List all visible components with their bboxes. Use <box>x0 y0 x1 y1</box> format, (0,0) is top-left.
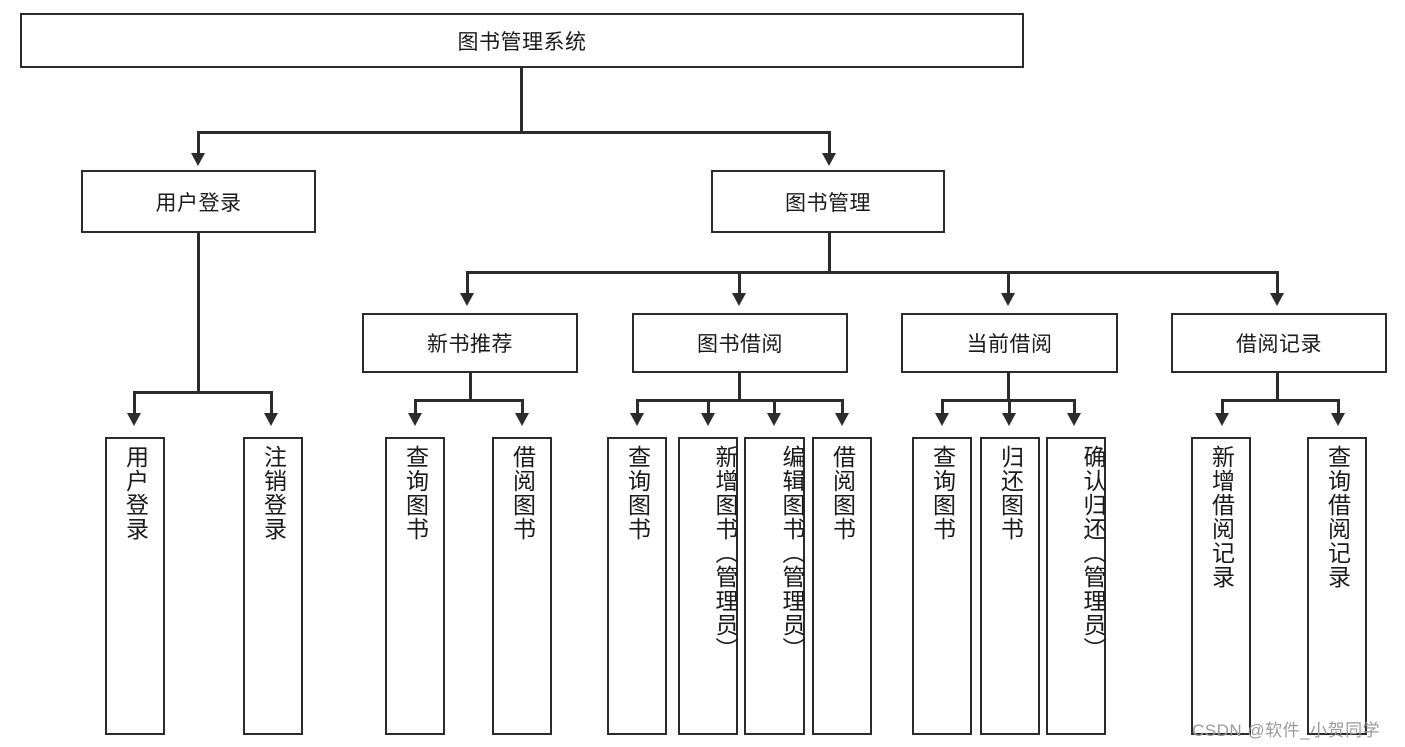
leaf-node-borrow-book-2[interactable]: 借阅图书 <box>812 437 872 735</box>
connector-cb-to-leaf-2 <box>1008 399 1011 415</box>
connector-root-stem <box>520 68 523 131</box>
connector-book-borrow-stem <box>738 373 741 401</box>
connector-bb-to-leaf-4 <box>841 399 844 415</box>
leaf-label: 确认归还（管理员） <box>1080 445 1106 661</box>
watermark-text: CSDN @软件_小贺同学 <box>1192 721 1381 740</box>
connector-borrow-record-stem <box>1276 373 1279 401</box>
leaf-label: 归还图书 <box>997 445 1024 541</box>
leaf-node-query-book-2[interactable]: 查询图书 <box>607 437 667 735</box>
leaf-label: 查询图书 <box>402 445 429 541</box>
connector-nbr-to-leaf-1 <box>414 399 417 415</box>
arrowhead-leaf-add-book <box>701 413 715 426</box>
node-new-book-recommend[interactable]: 新书推荐 <box>362 313 578 373</box>
connector-bb-to-leaf-2 <box>707 399 710 415</box>
leaf-node-edit-book[interactable]: 编辑图书（管理员） <box>744 437 805 735</box>
connector-root-to-book-management <box>828 131 831 156</box>
leaf-label: 新增图书（管理员） <box>712 445 738 661</box>
connector-user-login-to-leaf-2 <box>270 391 273 415</box>
connector-book-borrow-bus <box>636 399 843 402</box>
arrowhead-user-login <box>191 153 205 166</box>
leaf-label: 查询图书 <box>624 445 651 541</box>
arrowhead-leaf-confirm-return <box>1067 413 1081 426</box>
leaf-node-return-book[interactable]: 归还图书 <box>980 437 1040 735</box>
arrowhead-leaf-add-record <box>1215 413 1229 426</box>
leaf-node-confirm-return[interactable]: 确认归还（管理员） <box>1046 437 1106 735</box>
node-current-borrow[interactable]: 当前借阅 <box>901 313 1118 373</box>
connector-to-current-borrow <box>1007 271 1010 295</box>
arrowhead-new-book-recommend <box>460 293 474 306</box>
leaf-node-query-book-1[interactable]: 查询图书 <box>385 437 445 735</box>
node-book-management[interactable]: 图书管理 <box>711 170 945 233</box>
arrowhead-leaf-borrow-book-1 <box>515 413 529 426</box>
connector-new-book-recommend-bus <box>414 399 523 402</box>
leaf-label: 新增借阅记录 <box>1208 445 1235 589</box>
arrowhead-borrow-record <box>1270 293 1284 306</box>
leaf-node-query-record[interactable]: 查询借阅记录 <box>1307 437 1367 735</box>
arrowhead-leaf-return-book <box>1002 413 1016 426</box>
connector-nbr-to-leaf-2 <box>521 399 524 415</box>
leaf-label: 查询借阅记录 <box>1324 445 1351 589</box>
leaf-label: 借阅图书 <box>509 445 536 541</box>
connector-to-borrow-record <box>1276 271 1279 295</box>
node-book-borrow[interactable]: 图书借阅 <box>632 313 848 373</box>
arrowhead-leaf-borrow-book-2 <box>835 413 849 426</box>
connector-user-login-bus <box>133 391 271 394</box>
connector-root-bus <box>197 131 830 134</box>
arrowhead-leaf-edit-book <box>767 413 781 426</box>
connector-to-book-borrow <box>738 271 741 295</box>
leaf-label: 编辑图书（管理员） <box>779 445 805 661</box>
leaf-label: 查询图书 <box>929 445 956 541</box>
connector-user-login-stem <box>197 233 200 393</box>
node-borrow-record[interactable]: 借阅记录 <box>1171 313 1387 373</box>
connector-root-to-user-login <box>197 131 200 156</box>
arrowhead-leaf-user-logout <box>264 413 278 426</box>
connector-book-management-stem <box>828 233 831 273</box>
connector-user-login-to-leaf-1 <box>133 391 136 415</box>
node-user-login[interactable]: 用户登录 <box>81 170 316 233</box>
arrowhead-book-management <box>822 153 836 166</box>
connector-borrow-record-bus <box>1221 399 1339 402</box>
connector-bb-to-leaf-1 <box>636 399 639 415</box>
leaf-label: 用户登录 <box>122 445 149 541</box>
connector-level3-bus <box>466 271 1278 274</box>
arrowhead-leaf-user-login <box>127 413 141 426</box>
leaf-node-user-logout[interactable]: 注销登录 <box>243 437 303 735</box>
connector-bb-to-leaf-3 <box>773 399 776 415</box>
arrowhead-leaf-query-book-2 <box>630 413 644 426</box>
connector-new-book-recommend-stem <box>469 373 472 401</box>
leaf-node-query-book-3[interactable]: 查询图书 <box>912 437 972 735</box>
node-root-system[interactable]: 图书管理系统 <box>20 13 1024 68</box>
leaf-label: 注销登录 <box>260 445 287 541</box>
arrowhead-current-borrow <box>1001 293 1015 306</box>
connector-br-to-leaf-1 <box>1221 399 1224 415</box>
connector-cb-to-leaf-3 <box>1073 399 1076 415</box>
leaf-label: 借阅图书 <box>829 445 856 541</box>
leaf-node-add-book[interactable]: 新增图书（管理员） <box>678 437 738 735</box>
arrowhead-leaf-query-record <box>1331 413 1345 426</box>
connector-br-to-leaf-2 <box>1337 399 1340 415</box>
leaf-node-borrow-book-1[interactable]: 借阅图书 <box>492 437 552 735</box>
connector-current-borrow-stem <box>1007 373 1010 401</box>
connector-cb-to-leaf-1 <box>941 399 944 415</box>
arrowhead-leaf-query-book-1 <box>408 413 422 426</box>
leaf-node-user-login[interactable]: 用户登录 <box>105 437 165 735</box>
arrowhead-book-borrow <box>732 293 746 306</box>
leaf-node-add-record[interactable]: 新增借阅记录 <box>1191 437 1251 735</box>
arrowhead-leaf-query-book-3 <box>935 413 949 426</box>
connector-to-new-book-recommend <box>466 271 469 295</box>
